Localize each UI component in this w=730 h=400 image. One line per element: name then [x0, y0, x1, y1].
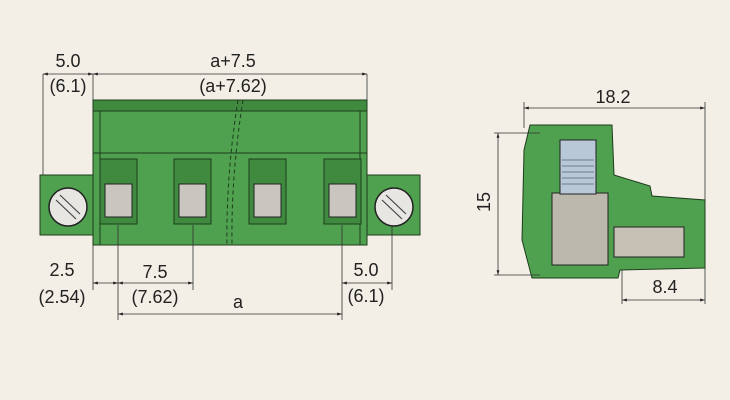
edge-dim: 2.5 [49, 260, 74, 280]
wire-slots [99, 158, 362, 225]
pitch-dim: 7.5 [142, 262, 167, 282]
right-screw [374, 187, 414, 227]
overall-dim: a+7.5 [210, 51, 256, 71]
right-dim-alt: (6.1) [347, 286, 384, 306]
edge-dim-alt: (2.54) [38, 287, 85, 307]
screw [559, 139, 597, 195]
top-left-dim: 5.0 [55, 51, 80, 71]
right-dim: 5.0 [353, 260, 378, 280]
front-view: 5.0 (6.1) a+7.5 (a+7.62) 2.5 (2.54) 7.5 … [38, 51, 421, 320]
depth-dim: 18.2 [595, 87, 630, 107]
overall-dim-alt: (a+7.62) [199, 76, 267, 96]
top-left-dim-alt: (6.1) [49, 76, 86, 96]
pin-dim: 8.4 [652, 277, 677, 297]
break-line [226, 99, 244, 246]
left-screw [48, 187, 88, 227]
pin-socket [613, 226, 685, 258]
height-dim: 15 [474, 192, 494, 212]
side-view: 18.2 15 8.4 [474, 87, 706, 304]
pitch-dim-alt: (7.62) [131, 287, 178, 307]
clamp-box [551, 192, 609, 266]
span-dim: a [233, 292, 244, 312]
